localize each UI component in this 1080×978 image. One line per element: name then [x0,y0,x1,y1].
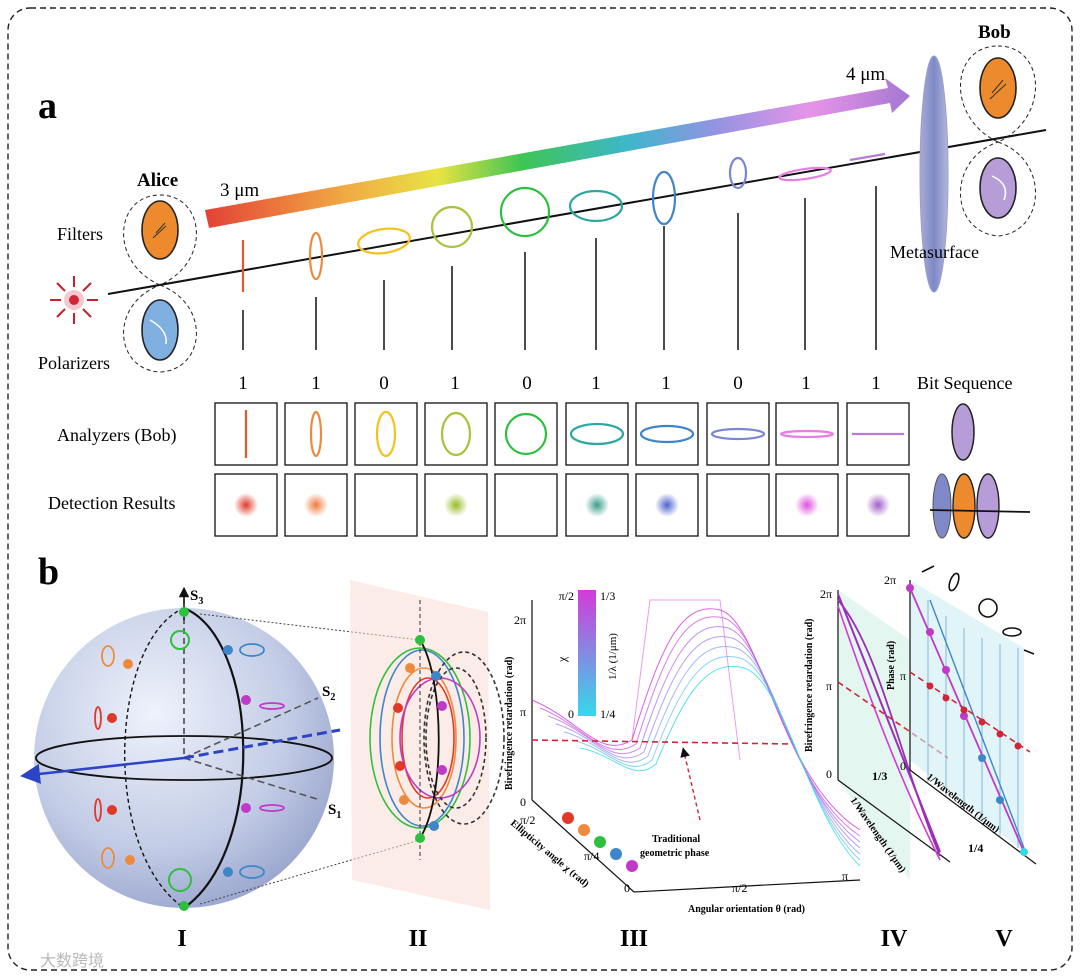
panel-a-label: a [38,85,57,127]
bit-0: 1 [238,373,248,394]
analyzers-label: Analyzers (Bob) [57,425,176,446]
bob-polarizer-icon [960,141,1036,237]
colorbar-right-bottom: 1/4 [600,707,615,721]
panel-iv-plot [837,590,951,880]
bob-label: Bob [978,22,1011,43]
panel-v-z-tick-0: 0 [900,759,906,773]
panel-iii-y-tick-pi2: π/2 [520,813,535,827]
panel-v-x-tick: 1/4 [968,841,983,855]
analyzer-boxes [214,402,910,466]
metasurface-icon [919,55,949,293]
filters-label: Filters [57,224,103,244]
bit-1: 1 [311,373,321,394]
annotation-geometric-phase: geometric phase [640,848,710,859]
bit-ticks [242,186,877,350]
s1-label: S1 [328,802,341,821]
colorbar [578,590,596,716]
bit-3: 1 [450,373,460,394]
alice-label: Alice [137,170,178,191]
panel-iv-zlabel: Birefringence retardation (rad) [804,619,815,753]
bit-sequence-label: Bit Sequence [917,373,1012,393]
panel-v-z-tick-2pi: 2π [884,573,896,587]
alice-polarizer-icon [123,284,197,373]
panel-iii-y-tick-0: 0 [624,881,630,895]
panel-iii-z-tick-pi: π [520,705,526,719]
wavelength-start-label: 3 μm [220,180,259,201]
panel-iii-zlabel: Birefringence retardation (rad) [504,657,515,791]
detection-label: Detection Results [48,493,175,513]
detection-spots [234,493,890,517]
panel-label-i: I [177,926,186,952]
bit-4: 0 [522,373,532,394]
s2-label: S2 [322,684,335,703]
bit-sequence: 1 1 0 1 0 1 1 0 1 1 [238,373,881,394]
panel-label-iii: III [620,926,648,952]
panel-iv-z-tick-pi: π [826,679,832,693]
panel-iii-z-tick-0: 0 [520,795,526,809]
watermark: 大数跨境 [40,951,104,970]
s3-label: S3 [190,588,203,607]
bit-6: 1 [661,373,671,394]
outer-frame [7,7,1073,971]
analyzer-states [244,410,904,458]
panel-iii-surface [531,599,861,867]
detection-stack-icon [929,473,1031,539]
panel-iii-z-tick-2pi: 2π [514,613,526,627]
panel-v-plot [906,565,1037,865]
panel-ii-plane [350,580,505,910]
alice-filter-icon [123,194,197,286]
bit-5: 1 [591,373,601,394]
panel-b-label: b [38,551,59,593]
bob-filter-icon [960,45,1036,143]
colorbar-right-top: 1/3 [600,589,615,603]
wavelength-arrow [205,78,910,228]
panel-v-z-tick-pi: π [900,669,906,683]
polarizers-label: Polarizers [38,353,110,373]
panel-iii-y-tick-pi4: π/4 [584,849,599,863]
colorbar-left-label: χ [555,656,569,663]
bit-2: 0 [379,373,389,394]
panel-iv-x-tick: 1/3 [872,769,887,783]
analyzer-polarizer-icon [951,403,975,461]
panel-iii-xlabel: Angular orientation θ (rad) [688,904,805,915]
light-source-icon [50,276,98,324]
panel-iii-dots [562,812,638,872]
panel-label-iv: IV [881,926,908,952]
beam-line [107,129,1047,295]
panel-iii-x-tick-pi2: π/2 [732,881,747,895]
panel-v-zlabel: Phase (rad) [886,641,897,690]
poincare-sphere [20,586,341,911]
bit-8: 1 [801,373,811,394]
panel-iv-z-tick-0: 0 [826,767,832,781]
beam-polarization-states [241,152,886,292]
colorbar-left-bottom: 0 [568,707,574,721]
panel-iii-x-tick-pi: π [842,869,848,883]
panel-label-v: V [995,926,1013,952]
bit-9: 1 [871,373,881,394]
panel-iv-z-tick-2pi: 2π [820,587,832,601]
colorbar-left-top: π/2 [559,589,574,603]
annotation-traditional: Traditional [652,834,700,845]
metasurface-label: Metasurface [890,242,979,262]
colorbar-right-label: 1/λ (1/μm) [607,633,619,680]
bit-7: 0 [733,373,743,394]
detection-boxes [214,473,910,537]
wavelength-end-label: 4 μm [846,64,885,85]
panel-label-ii: II [409,926,428,952]
